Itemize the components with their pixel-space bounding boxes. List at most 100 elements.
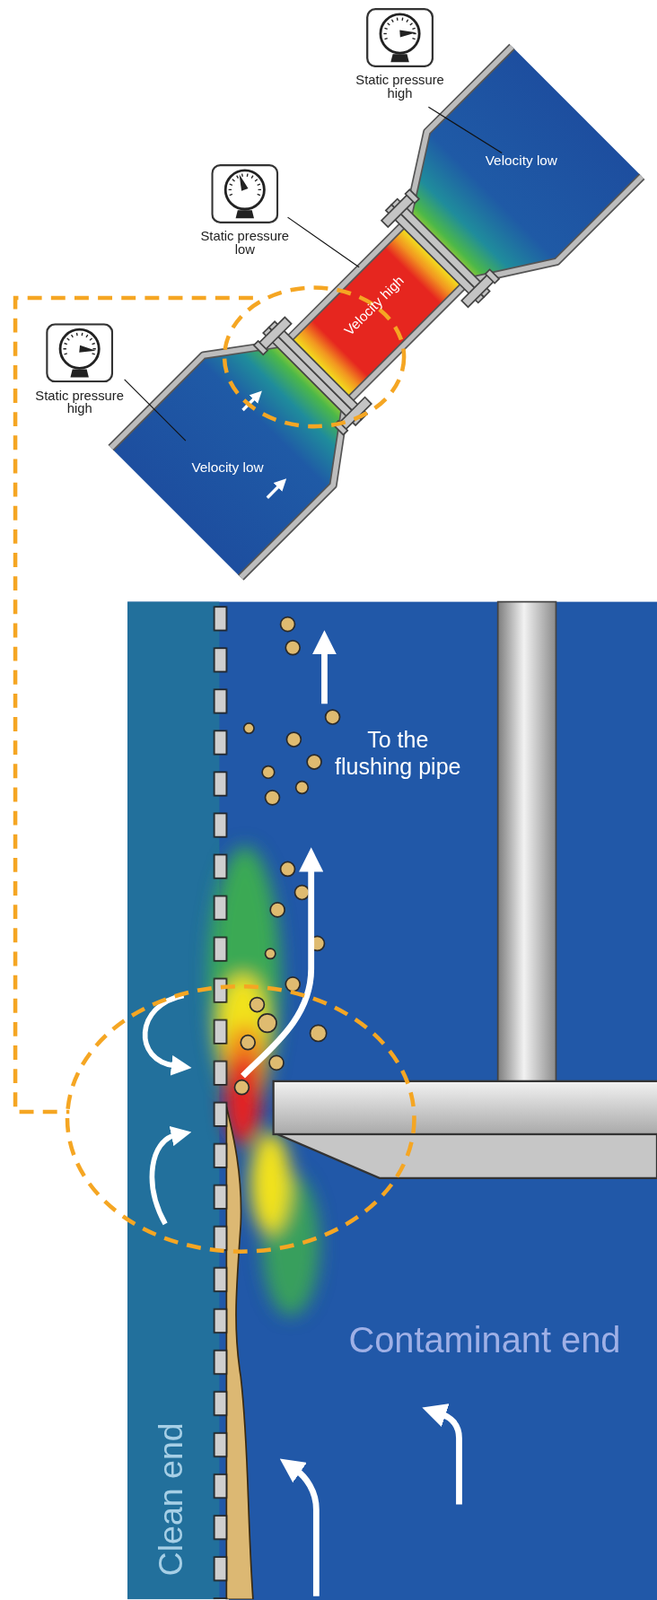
gauge-label: Static pressure high — [30, 388, 129, 416]
leader-line — [428, 106, 502, 153]
venturi-pipe — [111, 46, 643, 579]
flange — [262, 327, 361, 426]
particle — [234, 1080, 249, 1095]
flange — [461, 274, 494, 307]
detail-callout — [67, 986, 414, 1253]
gauge-tick — [411, 38, 415, 40]
flange — [252, 188, 500, 437]
clean-side — [127, 602, 219, 1600]
gauge-tick — [232, 179, 236, 182]
gauge-tick — [396, 17, 399, 21]
pressure-gauge: Static pressure high — [28, 323, 132, 415]
particle — [270, 902, 285, 918]
particle — [249, 998, 264, 1013]
flow-arrow — [243, 397, 281, 498]
particle — [244, 723, 255, 734]
gauge-tick — [229, 193, 233, 195]
gauge-tick — [257, 183, 261, 185]
particle — [325, 709, 341, 725]
diagram-label: Velocity low — [485, 152, 558, 169]
particle — [240, 1035, 255, 1051]
leader-line — [288, 217, 360, 268]
gauge-base — [70, 368, 88, 377]
flow-arrow — [321, 649, 328, 704]
gauge-tick — [406, 19, 409, 23]
gauge-label: Static pressure low — [195, 229, 294, 257]
gauge-tick — [391, 19, 394, 23]
pipe-fill — [111, 46, 643, 579]
eddy-arrow — [145, 995, 184, 1066]
gauge-dial — [225, 170, 264, 210]
pipe-wall — [206, 141, 642, 578]
particle — [280, 861, 296, 876]
eddy-arrow — [145, 995, 184, 1225]
particle — [280, 617, 296, 632]
gauge-frame — [46, 324, 113, 382]
flow-arrow — [267, 485, 281, 499]
detail-callout — [15, 297, 254, 1113]
gauge-tick — [86, 334, 88, 338]
leader-line — [124, 379, 186, 441]
particle — [269, 1055, 284, 1070]
velocity-heat-zone — [249, 1132, 290, 1236]
gauge-tick — [383, 33, 386, 35]
gauge-tick — [64, 353, 68, 355]
particle — [285, 640, 300, 656]
particle — [294, 885, 309, 901]
gauge-tick — [241, 174, 244, 177]
flushing-nozzle — [277, 1134, 657, 1179]
gauge-icon — [210, 164, 279, 224]
leader-line — [124, 106, 503, 441]
gauge-needle — [78, 345, 97, 353]
gauge-dial — [380, 14, 420, 53]
particle — [285, 977, 300, 992]
pipe-wall — [111, 46, 547, 482]
particle — [258, 1014, 277, 1033]
gauge-tick — [92, 353, 96, 355]
particle — [265, 790, 281, 806]
flange — [405, 189, 420, 203]
gauge-label: Static pressure high — [350, 73, 449, 101]
gauge-needle — [239, 174, 249, 191]
gauge-tick — [89, 338, 93, 341]
gauge-tick — [92, 348, 96, 350]
gauge-tick — [71, 334, 74, 338]
flow-arrow — [296, 1470, 317, 1597]
gauge-tick — [384, 38, 387, 40]
flow-arrow — [243, 649, 460, 1597]
flange — [381, 194, 414, 228]
diagram-label: Velocity low — [191, 460, 263, 477]
gauge-tick — [229, 183, 233, 185]
pressure-gauge: Static pressure high — [349, 8, 452, 100]
gauge-base — [236, 210, 255, 219]
gauge-tick — [410, 23, 413, 26]
gauge-frame — [367, 8, 433, 67]
screen — [213, 602, 228, 1600]
pressure-gauge: Static pressure low — [193, 164, 297, 256]
gauge-tick — [62, 348, 66, 350]
gauge-tick — [236, 175, 239, 179]
gauge-tick — [411, 27, 415, 29]
gauge-frame — [211, 165, 278, 223]
particle — [265, 948, 276, 959]
gauge-tick — [257, 193, 261, 195]
diagram-label: Clean end — [151, 1422, 191, 1577]
gauge-tick — [251, 175, 254, 179]
sediment-layer — [226, 1106, 254, 1600]
gauge-icon — [366, 8, 434, 68]
gauge-tick — [67, 338, 71, 341]
flow-arrow — [243, 867, 312, 1077]
gauge-tick — [387, 23, 391, 26]
flange — [391, 199, 490, 298]
flange — [485, 269, 500, 283]
gauge-tick — [401, 17, 403, 21]
gauge-tick — [254, 179, 258, 182]
gauge-icon — [45, 323, 114, 383]
flow-arrow — [440, 1413, 459, 1505]
particle — [234, 617, 340, 1095]
diagram-label: To the flushing pipe — [330, 727, 465, 780]
gauge-dial — [60, 329, 99, 368]
gauge-base — [390, 53, 409, 62]
